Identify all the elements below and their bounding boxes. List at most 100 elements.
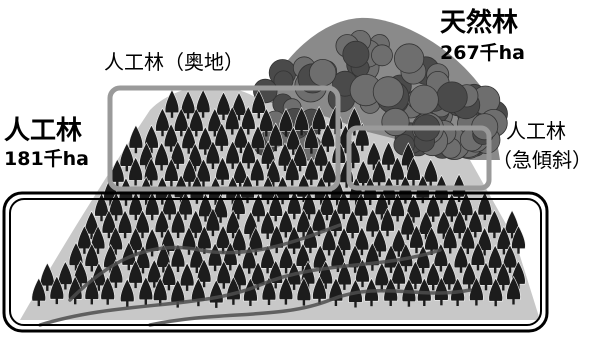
planted-conifer-tree xyxy=(356,159,371,189)
forest-road xyxy=(148,288,472,327)
planted-conifer-tree xyxy=(135,209,150,239)
planted-conifer-tree xyxy=(426,193,441,222)
planted-conifer-tree xyxy=(304,156,319,186)
planted-conifer-tree xyxy=(77,225,92,254)
planted-conifer-tree xyxy=(458,191,474,221)
planted-conifer-tree xyxy=(144,124,159,154)
planted-conifer-tree xyxy=(380,207,395,237)
planted-conifer-tree xyxy=(319,191,335,221)
planted-conifer-tree xyxy=(336,190,351,220)
natural-tree xyxy=(393,43,425,74)
planted-conifer-tree xyxy=(496,261,511,291)
remote-area-box xyxy=(107,85,341,192)
planted-conifer-tree xyxy=(468,208,483,238)
planted-conifer-tree xyxy=(477,191,492,221)
planted-forest-inner-box xyxy=(9,198,542,326)
planted-conifer-tree xyxy=(119,142,135,172)
planted-conifer-tree xyxy=(301,191,317,220)
planted-conifer-tree xyxy=(162,191,177,220)
planted-conifer-tree xyxy=(409,224,424,254)
planted-conifer-tree xyxy=(154,141,169,171)
planted-conifer-tree xyxy=(231,190,246,220)
planted-conifer-tree xyxy=(138,276,154,305)
natural-tree xyxy=(342,40,370,68)
planted-conifer-tree xyxy=(260,244,275,274)
planted-conifer-tree xyxy=(215,224,231,254)
planted-conifer-tree xyxy=(462,261,477,290)
planted-conifer-tree xyxy=(320,123,335,152)
planted-conifer-tree xyxy=(233,124,249,154)
planted-conifer-tree xyxy=(164,89,180,118)
planted-conifer-tree xyxy=(154,208,170,238)
planted-conifer-tree xyxy=(160,227,176,257)
planted-conifer-tree xyxy=(120,278,135,307)
planted-conifer-tree xyxy=(442,224,458,254)
planted-conifer-tree xyxy=(260,210,275,239)
planted-conifer-tree xyxy=(278,208,294,238)
planted-forest-area: 181千ha xyxy=(4,148,90,170)
planted-conifer-tree xyxy=(251,89,266,119)
planted-conifer-tree xyxy=(241,139,256,169)
planted-conifer-tree xyxy=(161,261,177,291)
planted-conifer-tree xyxy=(477,226,492,256)
planted-conifer-tree xyxy=(287,190,302,220)
planted-conifer-tree xyxy=(128,156,143,186)
planted-conifer-tree xyxy=(108,192,124,221)
planted-conifer-tree xyxy=(390,156,405,185)
natural-forest-title: 天然林 xyxy=(440,8,519,38)
planted-conifer-tree xyxy=(406,194,421,223)
planted-conifer-tree xyxy=(321,159,337,188)
planted-conifer-tree xyxy=(155,107,170,137)
natural-forest-area: 267千ha xyxy=(440,42,526,64)
planted-conifer-tree xyxy=(117,209,133,239)
planted-conifer-tree xyxy=(487,209,502,239)
planted-conifer-tree xyxy=(128,124,144,154)
planted-conifer-tree xyxy=(94,192,109,222)
planted-conifer-tree xyxy=(196,258,212,288)
planted-conifer-tree xyxy=(321,226,337,256)
planted-conifer-tree xyxy=(366,141,382,170)
planted-conifer-tree xyxy=(251,193,266,222)
planted-conifer-tree xyxy=(163,123,179,152)
planted-conifer-tree xyxy=(304,125,319,154)
planted-conifer-tree xyxy=(345,209,360,239)
planted-conifer-tree xyxy=(487,244,503,274)
planted-conifer-tree xyxy=(207,107,222,137)
planted-conifer-tree xyxy=(84,242,99,272)
planted-conifer-tree xyxy=(296,277,312,306)
planted-conifer-tree xyxy=(145,191,160,221)
planted-conifer-tree xyxy=(243,210,258,240)
planted-conifer-tree xyxy=(128,226,143,256)
planted-conifer-tree xyxy=(442,261,457,290)
planted-conifer-tree xyxy=(231,91,247,121)
planted-conifer-tree xyxy=(286,126,301,155)
planted-conifer-tree xyxy=(153,276,168,306)
planted-conifer-tree xyxy=(408,260,423,290)
planted-conifer-tree xyxy=(156,243,171,273)
planted-conifer-tree xyxy=(68,241,84,271)
planted-conifer-tree xyxy=(348,278,363,308)
planted-conifer-tree xyxy=(232,261,247,291)
planted-conifer-tree xyxy=(174,107,189,137)
planted-conifer-tree xyxy=(337,261,352,290)
planted-conifer-tree xyxy=(436,210,451,239)
planted-conifer-tree xyxy=(418,210,434,240)
planted-conifer-tree xyxy=(354,226,370,256)
planted-conifer-tree xyxy=(84,210,99,240)
planted-conifer-tree xyxy=(128,259,143,289)
planted-conifer-tree xyxy=(182,158,197,188)
remote-planted-forest-label: 人工林（奥地） xyxy=(104,50,244,74)
planted-conifer-tree xyxy=(278,244,294,274)
planted-conifer-tree xyxy=(268,122,283,152)
planted-conifer-tree xyxy=(400,211,415,240)
planted-conifer-tree xyxy=(374,261,390,291)
planted-conifer-tree xyxy=(269,224,284,254)
planted-conifer-tree xyxy=(478,261,494,291)
planted-conifer-tree xyxy=(213,194,228,223)
planted-conifer-tree xyxy=(294,106,309,136)
planted-conifer-tree xyxy=(90,225,106,254)
planted-conifer-tree xyxy=(502,244,518,273)
planted-conifer-tree xyxy=(189,244,204,273)
planted-conifer-tree xyxy=(347,244,363,273)
